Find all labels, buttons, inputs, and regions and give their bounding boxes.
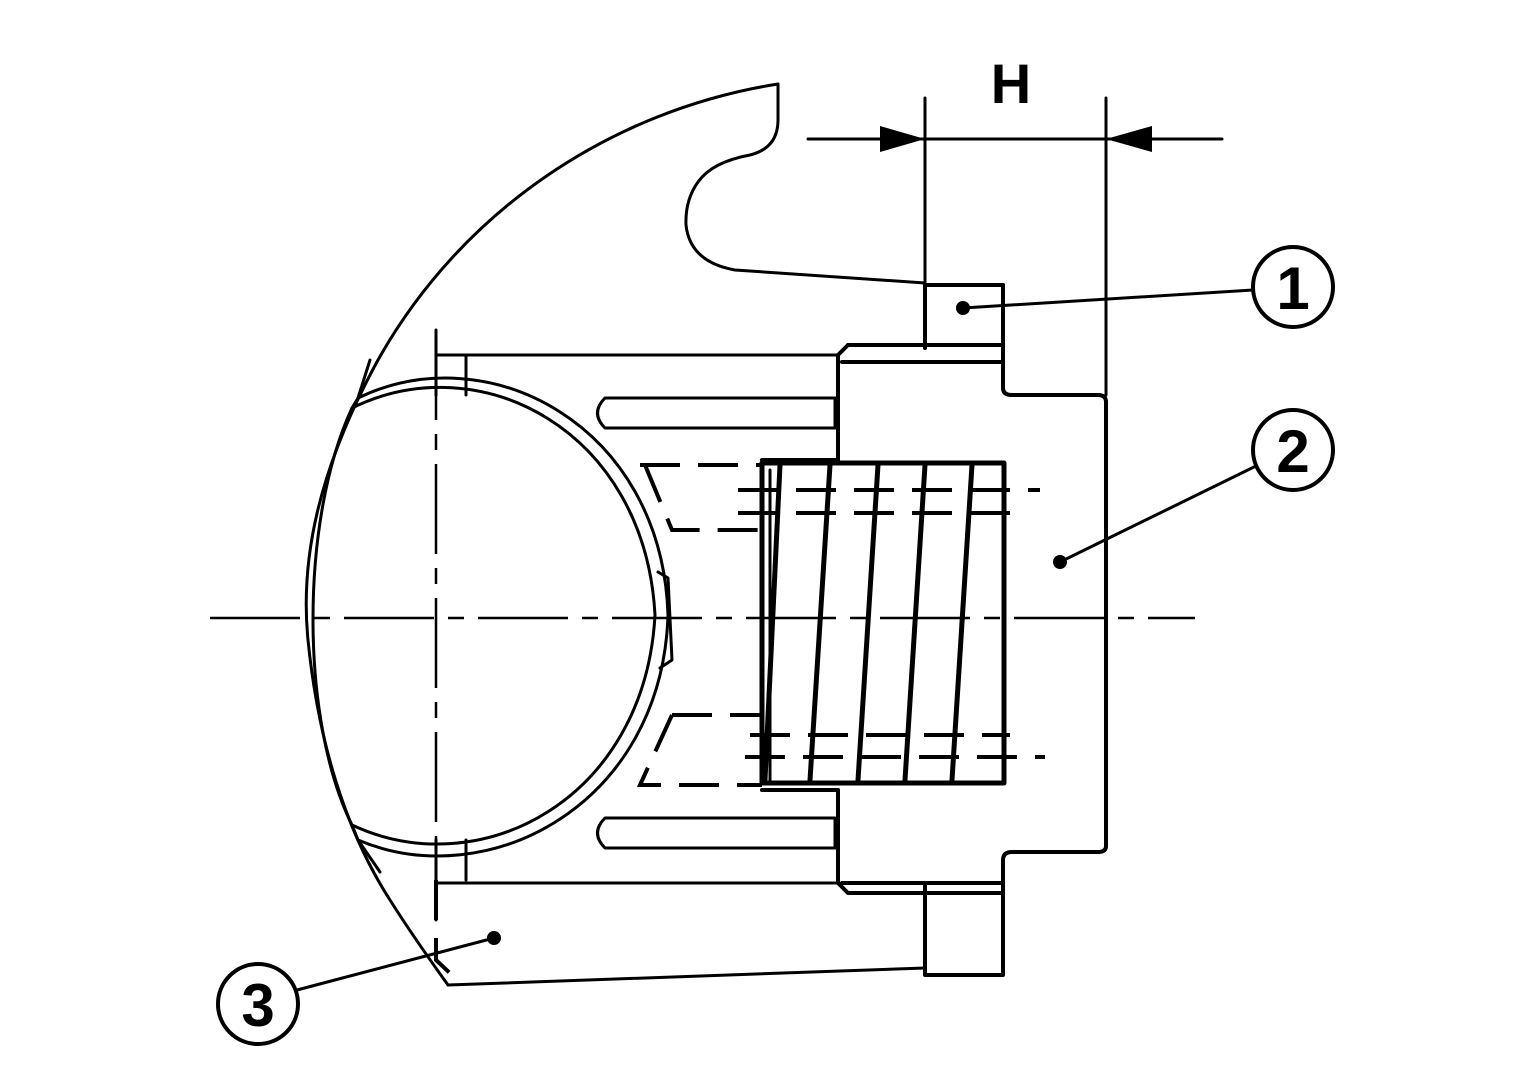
center-lines: [210, 330, 1195, 880]
ball-holder: [434, 328, 840, 922]
hidden-lines: [434, 463, 1045, 977]
callout-1-number: 1: [1276, 255, 1309, 322]
callout-3-number: 3: [241, 972, 274, 1039]
dimension-arrow-left: [880, 126, 925, 152]
callout-3: 3: [216, 931, 501, 1046]
part-2-plug: [760, 283, 1108, 977]
ball-joint: [311, 358, 674, 874]
part-3-housing: [304, 82, 927, 987]
callout-2: 2: [1053, 408, 1335, 569]
callout-2-number: 2: [1276, 418, 1309, 485]
dimension-arrow-right: [1106, 126, 1152, 152]
dimension-h: H: [806, 52, 1224, 397]
thread-section: [759, 460, 1007, 786]
dimension-label: H: [991, 52, 1031, 115]
callout-1: 1: [956, 245, 1335, 329]
